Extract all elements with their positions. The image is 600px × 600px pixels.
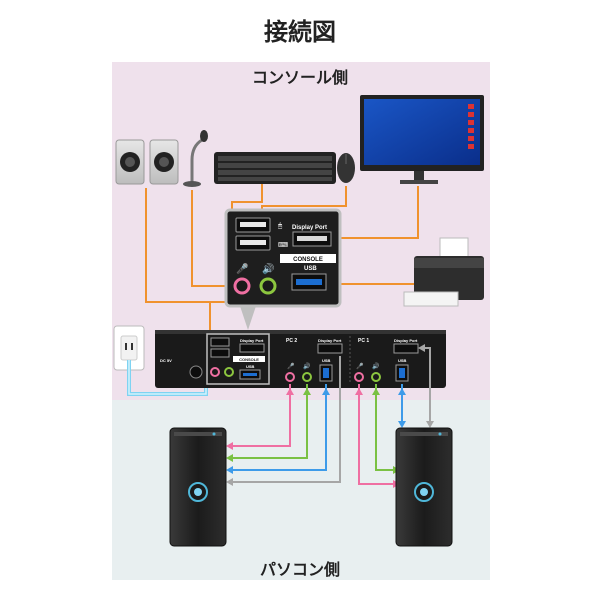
console-label-plate <box>280 254 336 263</box>
keyboard-port-icon: ⌨ <box>278 241 288 249</box>
diagram-title: 接続図 <box>264 18 336 46</box>
device-console-label: CONSOLE <box>239 357 259 362</box>
pc-side-label: パソコン側 <box>260 560 340 579</box>
mouse-icon <box>337 153 355 183</box>
device-console-section <box>206 333 270 385</box>
svg-text:🎤: 🎤 <box>356 362 364 370</box>
pc2-tower-icon <box>169 427 227 547</box>
speaker-port-icon: 🔊 <box>262 262 274 275</box>
audio-jack <box>259 277 277 295</box>
power-outlet-icon <box>113 325 145 371</box>
speakers-icon <box>115 139 179 185</box>
console-side-label: コンソール側 <box>252 68 348 87</box>
pc2-cables <box>232 356 341 483</box>
svg-text:🔊: 🔊 <box>303 362 311 370</box>
pc1-dp-label: Display Port <box>394 338 418 343</box>
console-dp-label: Display Port <box>292 225 327 231</box>
console-usb-label: USB <box>304 266 317 272</box>
pc2-label: PC 2 <box>286 338 297 344</box>
monitor-icon <box>360 95 484 184</box>
mouse-port-icon: 🖱 <box>278 222 283 230</box>
device-console-dp-label: Display Port <box>240 338 264 343</box>
printer-icon <box>403 237 484 307</box>
svg-text:🎤: 🎤 <box>287 362 295 370</box>
device-console-usb-label: USB <box>246 364 255 369</box>
mic-port-icon: 🎤 <box>236 262 249 275</box>
microphone-icon <box>183 130 208 187</box>
zoom-callout <box>240 306 256 330</box>
pc1-usb-label: USB <box>398 358 407 363</box>
console-label: CONSOLE <box>293 257 323 263</box>
svg-text:🔊: 🔊 <box>372 362 380 370</box>
pc2-arrowheads <box>226 388 330 486</box>
pc2-dp-label: Display Port <box>318 338 342 343</box>
pc2-usb-label: USB <box>322 358 331 363</box>
keyboard-icon <box>214 152 336 184</box>
console-panel-zoom: 🖱 ⌨ Display Port CONSOLE 🎤 🔊 USB <box>224 208 342 308</box>
pc1-label: PC 1 <box>358 338 369 344</box>
dc-in-label: DC 5V <box>160 358 172 363</box>
mic-jack <box>233 277 251 295</box>
pc1-tower-icon <box>395 427 453 547</box>
kvm-switch-device: DC 5V Display Port CONSOLE USB PC 2 Disp… <box>155 330 446 388</box>
